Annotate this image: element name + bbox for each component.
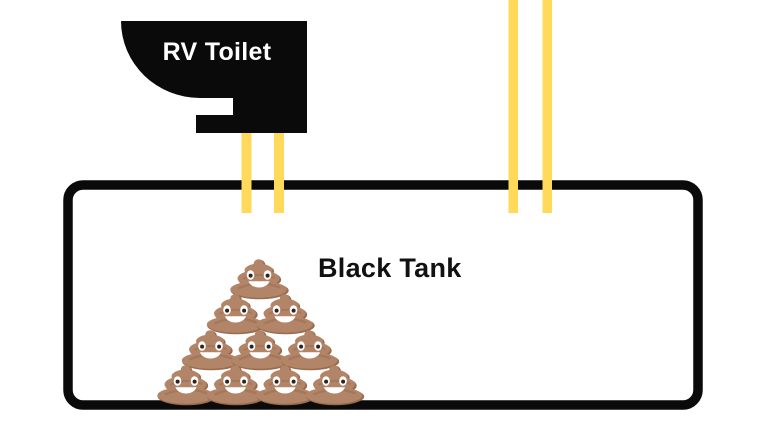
toilet-drain-pipe (274, 129, 284, 213)
tank-inlet-pipes (508, 0, 552, 213)
tank-inlet-pipe (508, 0, 518, 213)
black-tank-label: Black Tank (318, 253, 462, 283)
tank-inlet-pipe (542, 0, 552, 213)
black-tank-outline (63, 180, 703, 410)
toilet-drain-pipe (241, 129, 252, 213)
toilet-drain-pipes (241, 129, 284, 213)
rv-toilet-icon (121, 21, 307, 133)
rv-toilet-label: RV Toilet (162, 38, 272, 66)
